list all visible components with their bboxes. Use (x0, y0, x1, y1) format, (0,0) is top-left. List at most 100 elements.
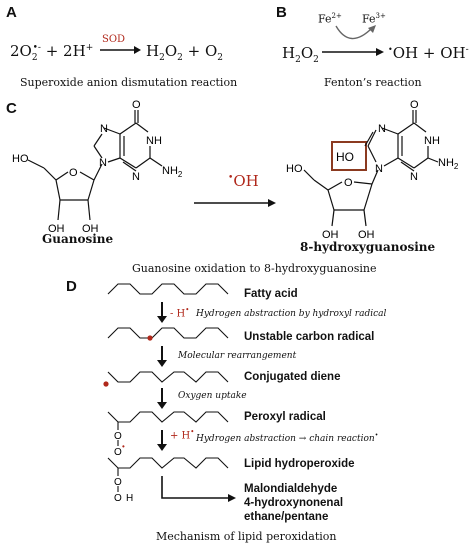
note-oxygen-uptake: Oxygen uptake (178, 391, 247, 401)
panel-letter-b: B (276, 4, 287, 21)
guanosine-nh2-text: NH (162, 165, 178, 177)
guanosine-oxidation-arrow (194, 199, 276, 207)
hydroxide-charge: - (465, 45, 469, 55)
end-products-branch-arrow (161, 476, 228, 499)
h2o2-sub1: 2 (159, 53, 165, 63)
guanosine-n1h: NH (146, 135, 162, 147)
oxo-oh-3prime: OH (322, 229, 339, 241)
hydroperoxide-o2: O (114, 493, 122, 504)
plus-h-dot: • (190, 428, 195, 436)
fe2-symbol: Fe (318, 12, 332, 26)
o2-product: + O (187, 42, 218, 60)
product-4-hydroxynonenal: 4-hydroxynonenal (244, 497, 344, 509)
note-chain-reaction-dot: • (374, 432, 379, 439)
fe2-label: Fe2+ (318, 12, 342, 26)
conjugated-diene-chain (107, 371, 229, 383)
minus-h-text: - H (170, 308, 186, 320)
fenton-h: H (282, 44, 296, 62)
proton-reactant: + 2H (45, 42, 86, 60)
lipid-peroxidation-chains: O O • O O H (103, 283, 236, 504)
dismutation-products: H2O2 + O2 (146, 42, 223, 63)
sod-reaction-arrow (100, 46, 141, 54)
hydroperoxide-chain (107, 457, 229, 469)
fenton-o: O (300, 44, 314, 62)
panel-c-caption: Guanosine oxidation to 8-hydroxyguanosin… (132, 262, 377, 275)
fenton-curved-arrow (335, 25, 376, 40)
oxo-n9: N (375, 163, 383, 175)
fenton-reaction-arrow (322, 48, 384, 56)
oxo-ring-o: O (344, 177, 353, 189)
guanosine-oh-3prime: OH (48, 223, 65, 235)
arrow-to-carbon-radical (157, 316, 167, 323)
guanosine-n3: N (132, 171, 140, 183)
fe2-charge: 2+ (331, 12, 342, 20)
oxo-nh2: NH2 (438, 157, 459, 171)
hydroperoxide-o1: O (114, 477, 122, 488)
guanosine-ring-o: O (69, 167, 78, 179)
panel-letter-d: D (66, 278, 77, 295)
carbon-radical-chain (107, 327, 229, 339)
fenton-sub1: 2 (295, 55, 301, 65)
panel-letter-c: C (6, 100, 17, 117)
plus-h-text: + H (170, 430, 191, 442)
end-products: Malondialdehyde 4-hydroxynonenal ethane/… (244, 482, 343, 524)
minus-h-dot: • (185, 306, 190, 314)
fenton-product-text: OH + OH (392, 44, 466, 62)
peroxyl-radical-dot: • (122, 442, 125, 451)
proton-superscript: + (85, 43, 94, 53)
guanosine-oh-2prime: OH (82, 223, 99, 235)
oxo-ho-5prime: HO (286, 163, 303, 175)
guanosine-n7: N (100, 123, 108, 135)
c8-hydroxyl-ho: HO (336, 150, 354, 164)
product-malondialdehyde: Malondialdehyde (244, 483, 338, 495)
note-molecular-rearrangement: Molecular rearrangement (178, 351, 297, 361)
carbon-radical-dot (147, 335, 153, 341)
step-conjugated-diene: Conjugated diene (244, 371, 341, 383)
fe3-symbol: Fe (362, 12, 376, 26)
arrow-to-lipid-hydroperoxide (157, 444, 167, 451)
superoxide-subscript: 2 (31, 53, 38, 63)
oxo-carbonyl-o: O (410, 99, 419, 111)
fatty-acid-chain (107, 283, 229, 295)
arrow-to-peroxyl-radical (157, 402, 167, 409)
fenton-products: •OH + OH- (388, 44, 469, 62)
hydroxyguanosine-structure: O NH N N N NH2 HO O HO OH OH (286, 99, 459, 241)
step-peroxyl-radical: Peroxyl radical (244, 411, 326, 423)
guanosine-nh2: NH2 (162, 165, 183, 179)
plus-h-radical: + H• (170, 428, 194, 441)
panel-letter-a: A (6, 4, 17, 21)
peroxyl-o2: O (114, 447, 122, 458)
guanosine-name: Guanosine (42, 232, 114, 246)
guanosine-carbonyl-o: O (132, 99, 141, 111)
oxo-nh2-text: NH (438, 157, 454, 169)
hydroxyl-highlight-box (331, 141, 367, 171)
step-fatty-acid: Fatty acid (244, 288, 298, 300)
fenton-sub2: 2 (313, 55, 319, 65)
panel-d-caption: Mechanism of lipid peroxidation (156, 530, 337, 543)
peroxyl-chain (107, 411, 229, 423)
superoxide-superscript: •- (32, 43, 41, 53)
product-ethane-pentane: ethane/pentane (244, 511, 329, 523)
arrow-to-conjugated-diene (157, 360, 167, 367)
h2o2-sub2: 2 (177, 53, 183, 63)
superoxide-equation: 2O2•- + 2H+ (10, 42, 93, 63)
oxo-n7: N (378, 123, 386, 135)
h2o2-h: H (146, 42, 160, 60)
hydroxyl-reagent: •OH (228, 172, 259, 190)
hydroperoxide-h: H (126, 493, 133, 504)
guanosine-nh2-sub: 2 (178, 170, 183, 179)
h2o2-o: O (164, 42, 178, 60)
minus-h-radical: - H• (170, 306, 189, 319)
oxo-n1h: NH (424, 135, 440, 147)
oxo-oh-2prime: OH (358, 229, 375, 241)
note-chain-reaction-text: Hydrogen abstraction → chain reaction (196, 434, 375, 444)
panel-b-caption: Fenton’s reaction (324, 76, 422, 89)
step-unstable-carbon-radical: Unstable carbon radical (244, 331, 375, 343)
panel-a-caption: Superoxide anion dismutation reaction (20, 76, 238, 89)
superoxide-reactant: 2O (10, 42, 32, 60)
step-lipid-hydroperoxide: Lipid hydroperoxide (244, 458, 355, 470)
hydroxyl-reagent-dot: • (228, 173, 234, 183)
peroxyl-o1: O (114, 431, 122, 442)
diene-radical-dot (103, 381, 109, 387)
hydroxyl-radical-dot: • (388, 45, 393, 54)
